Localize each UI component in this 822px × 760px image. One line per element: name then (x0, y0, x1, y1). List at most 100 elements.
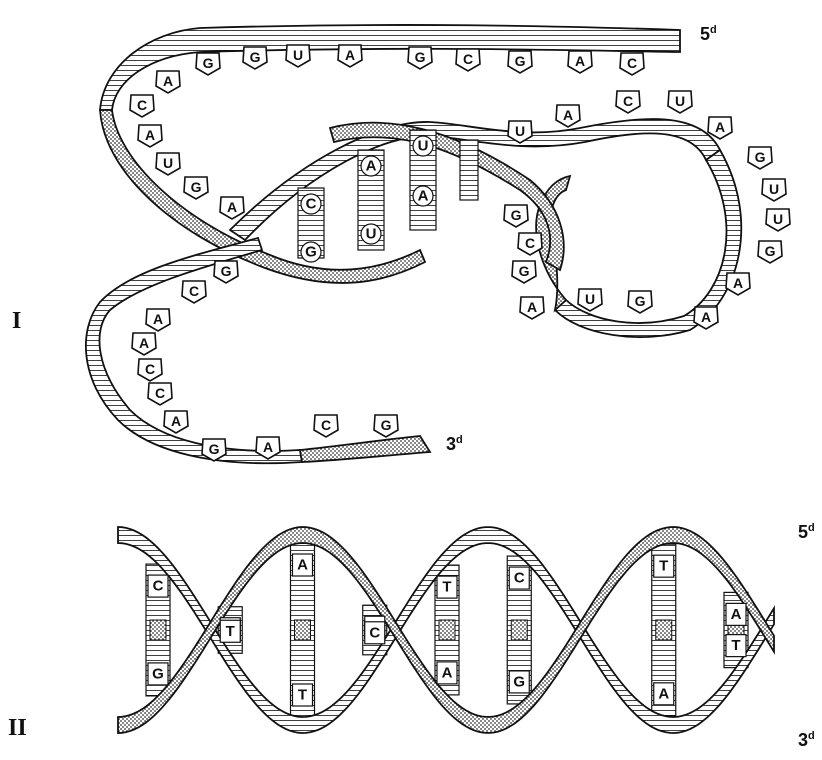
rna-backbone-top (100, 25, 680, 110)
base-tag: G (374, 415, 398, 437)
base-letter: U (773, 211, 783, 227)
base-letter: A (715, 119, 725, 135)
rung-letter: A (418, 188, 429, 205)
hydrogen-bond (656, 620, 672, 640)
end-prime: d (808, 522, 815, 534)
base-letter: G (635, 293, 646, 309)
base-letter: C (137, 97, 147, 113)
base-tag: G (196, 53, 220, 75)
base-tag: U (286, 45, 310, 67)
rung-bar (460, 140, 478, 200)
panel-ii-5prime-label: 5d (798, 522, 815, 542)
panel-ii: CGATATGCTACGTAAT II 5d 3d (8, 522, 815, 750)
rung-letter: A (297, 557, 308, 574)
base-tag: C (518, 233, 542, 255)
base-letter: U (675, 93, 685, 109)
rung-letter: T (226, 623, 235, 640)
base-tag: C (616, 91, 640, 113)
base-tag: C (138, 359, 162, 381)
base-tag: U (766, 209, 790, 231)
hydrogen-bond (511, 620, 527, 640)
base-tag: A (220, 197, 244, 219)
rung-letter: A (731, 606, 742, 623)
base-letter: G (755, 149, 766, 165)
base-tag: G (243, 47, 267, 69)
base-letter: C (525, 235, 535, 251)
base-letter: U (769, 181, 779, 197)
end-number: 3 (446, 434, 456, 454)
base-tag: C (182, 281, 206, 303)
rung-letter: A (442, 664, 453, 681)
base-letter: A (263, 439, 273, 455)
rung-letter: T (442, 579, 451, 596)
base-letter: C (321, 417, 331, 433)
rung-letter: C (514, 570, 525, 587)
base-letter: A (527, 299, 537, 315)
rung-letter: G (152, 665, 164, 682)
base-letter: G (511, 207, 522, 223)
base-tag: A (568, 51, 592, 73)
base-letter: G (765, 243, 776, 259)
base-letter: C (463, 51, 473, 67)
base-tag: U (578, 289, 602, 311)
panel-ii-3prime-label: 3d (798, 730, 815, 750)
rna-backbone-lower-left (86, 238, 302, 463)
rung-letter: U (366, 226, 377, 243)
rung-letter: T (731, 637, 740, 654)
rung-letter: C (306, 196, 317, 213)
base-letter: A (163, 73, 173, 89)
end-number: 5 (700, 24, 710, 44)
base-tag: G (508, 51, 532, 73)
base-tag: G (628, 291, 652, 313)
base-letter: G (519, 263, 530, 279)
hydrogen-bond (439, 620, 455, 640)
end-prime: d (710, 24, 717, 36)
base-tag: C (456, 49, 480, 71)
base-letter: A (345, 47, 355, 63)
rung-letter: C (369, 624, 380, 641)
base-tag: C (130, 95, 154, 117)
base-letter: C (623, 93, 633, 109)
base-tag: C (314, 415, 338, 437)
base-letter: G (250, 49, 261, 65)
base-letter: A (701, 309, 711, 325)
base-letter: G (209, 441, 220, 457)
base-tag: A (164, 411, 188, 433)
end-prime: d (808, 730, 815, 742)
panel-i-label: I (12, 308, 21, 334)
base-tag: A (132, 333, 156, 355)
rung-letter: C (153, 578, 164, 595)
rung-letter: A (366, 158, 377, 175)
panel-i-5prime-label: 5d (700, 24, 717, 44)
base-letter: A (575, 53, 585, 69)
base-tag: G (512, 261, 536, 283)
base-letter: C (189, 283, 199, 299)
base-tag: U (762, 179, 786, 201)
base-tag: A (156, 71, 180, 93)
base-tag: A (726, 273, 750, 295)
base-tag: G (214, 261, 238, 283)
panel-ii-label: II (8, 715, 27, 741)
base-letter: C (145, 361, 155, 377)
end-number: 3 (798, 730, 808, 750)
rung-letter: G (305, 244, 317, 261)
hydrogen-bond (150, 620, 166, 640)
base-tag: G (748, 147, 772, 169)
base-letter: U (163, 155, 173, 171)
rung-letter: G (513, 673, 525, 690)
base-letter: G (221, 263, 232, 279)
rung-letter: A (658, 685, 669, 702)
base-letter: A (145, 127, 155, 143)
base-letter: A (227, 199, 237, 215)
base-letter: C (627, 55, 637, 71)
base-tag: A (520, 297, 544, 319)
base-tag: G (758, 241, 782, 263)
base-letter: U (585, 291, 595, 307)
base-letter: A (153, 311, 163, 327)
base-tag: G (408, 47, 432, 69)
base-tag: A (556, 105, 580, 127)
base-tag: G (184, 177, 208, 199)
rung-letter: U (418, 138, 429, 155)
base-tag: G (504, 205, 528, 227)
